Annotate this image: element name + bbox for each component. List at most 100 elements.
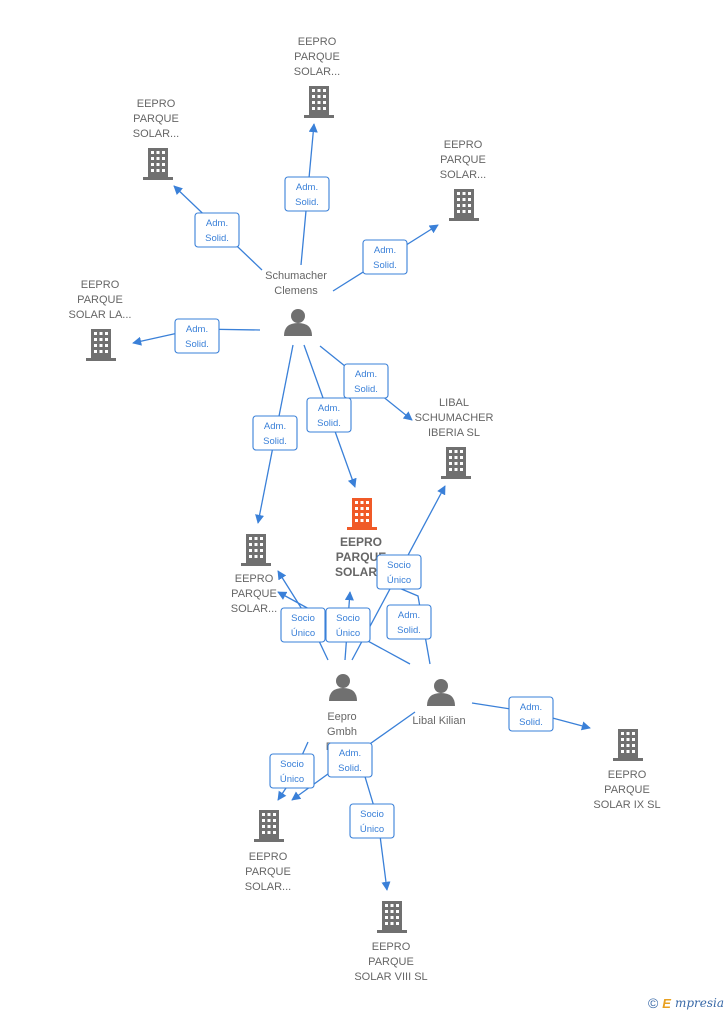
node-label-line: EEPRO — [444, 139, 483, 151]
edge-label-text: Solid. — [295, 197, 319, 208]
edge-label-text: Solid. — [263, 436, 287, 447]
node-label-line: Schumacher — [265, 270, 327, 282]
edge-label-text: Único — [387, 575, 411, 586]
edge-label-text: Adm. — [520, 702, 542, 713]
node-label-line: Gmbh — [327, 726, 357, 738]
building-icon — [86, 329, 116, 361]
node-n_tl[interactable]: EEPROPARQUESOLAR... — [133, 98, 179, 180]
edge-label-text: Único — [360, 824, 384, 835]
node-n_main[interactable]: EEPROPARQUESOLAR... — [335, 498, 387, 579]
edge-labels-layer: Adm. Solid. Adm. Solid. Adm. Solid. Adm. Solid.… — [174, 176, 554, 839]
edge-label-text: Solid. — [205, 233, 229, 244]
edge-label-text: Adm. — [206, 218, 228, 229]
edge-label-box[interactable]: Adm. Solid. — [194, 212, 240, 248]
edge-label-border — [280, 607, 326, 643]
edge-label-text: Solid. — [185, 339, 209, 350]
edge-label-box[interactable]: Adm. Solid. — [252, 415, 298, 451]
building-icon — [377, 901, 407, 933]
edge-label-text: Único — [291, 628, 315, 639]
building-icon — [449, 189, 479, 221]
edge-label-border — [362, 239, 408, 275]
edge-label-text: Único — [280, 774, 304, 785]
edge-label-text: Solid. — [373, 260, 397, 271]
node-n_viii[interactable]: EEPRO PARQUE SOLAR VIII SL — [354, 901, 428, 983]
building-icon — [441, 447, 471, 479]
edge-label-text: Adm. — [398, 610, 420, 621]
edge-label-box[interactable]: Adm.Solid. — [343, 363, 389, 399]
person-icon — [329, 674, 357, 701]
edge-label-text: Solid. — [354, 384, 378, 395]
edge-label-text: Adm. — [296, 182, 318, 193]
edge-label-box[interactable]: Adm.Solid. — [327, 742, 373, 778]
node-label-line: SOLAR... — [231, 603, 277, 615]
edge-label-border — [174, 318, 220, 354]
node-label-line: SOLAR... — [335, 565, 387, 579]
brand-initial: E — [662, 995, 671, 1011]
edge-label-box[interactable]: Adm. Solid. — [306, 397, 352, 433]
edge-label-box[interactable]: Adm. Solid. — [174, 318, 220, 354]
person-icon — [284, 309, 312, 336]
edge-label-text: Solid. — [317, 418, 341, 429]
node-label-line: EEPRO — [137, 98, 176, 110]
node-label-line: PARQUE — [133, 113, 179, 125]
edge-label-box[interactable]: Adm. Solid. — [284, 176, 330, 212]
node-n_tr[interactable]: EEPROPARQUESOLAR... — [440, 139, 486, 221]
edge-label-text: Socio — [291, 613, 315, 624]
edge-label-text: Adm. — [186, 324, 208, 335]
node-n_top[interactable]: EEPROPARQUESOLAR... — [294, 36, 340, 118]
node-label-line: Libal Kilian — [412, 715, 465, 727]
edge-label-text: Solid. — [519, 717, 543, 728]
node-label-line: PARQUE — [368, 956, 414, 968]
edge-label-border — [252, 415, 298, 451]
node-p_eepro[interactable]: EeproGmbhErne... — [326, 674, 358, 753]
edge-label-text: Adm. — [374, 245, 396, 256]
edge-label-text: Adm. — [318, 403, 340, 414]
brand-name: mpresia — [674, 996, 724, 1010]
edge-label-text: Solid. — [338, 763, 362, 774]
edge-label-border — [325, 607, 371, 643]
node-label-line: PARQUE — [604, 784, 650, 796]
building-icon — [143, 148, 173, 180]
edge-label-border — [386, 604, 432, 640]
edge-label-border — [269, 753, 315, 789]
node-label-line: SOLAR VIII SL — [354, 971, 427, 983]
edge-label-border — [306, 397, 352, 433]
building-icon — [241, 534, 271, 566]
node-n_ix[interactable]: EEPRO PARQUE SOLAR IX SL — [593, 729, 661, 811]
node-label-line: SOLAR... — [440, 169, 486, 181]
edge-label-text: Solid. — [397, 625, 421, 636]
edge-label-border — [194, 212, 240, 248]
node-label-line: Clemens — [274, 285, 318, 297]
node-label-line: PARQUE — [231, 588, 277, 600]
edge-label-text: Adm. — [264, 421, 286, 432]
node-p_libal[interactable]: Libal Kilian — [412, 679, 466, 727]
building-icon — [613, 729, 643, 761]
node-label-line: SOLAR IX SL — [593, 799, 660, 811]
node-label-line: SOLAR LA... — [69, 309, 132, 321]
edge-label-box[interactable]: Adm. Solid. — [362, 239, 408, 275]
node-label-line: EEPRO — [608, 769, 647, 781]
node-n_midleft[interactable]: EEPROPARQUESOLAR... — [231, 534, 277, 615]
node-n_bottomleft[interactable]: EEPROPARQUESOLAR... — [245, 810, 291, 893]
edge-label-text: Socio — [280, 759, 304, 770]
edge-label-box[interactable]: Adm. Solid. — [508, 696, 554, 732]
node-label-line: EEPRO — [372, 941, 411, 953]
node-label-line: SOLAR... — [245, 881, 291, 893]
building-icon — [254, 810, 284, 842]
node-label-line: PARQUE — [245, 866, 291, 878]
edge-label-border — [376, 554, 422, 590]
edge-label-box[interactable]: Adm. Solid. — [386, 604, 432, 640]
node-label-line: PARQUE — [336, 550, 386, 564]
building-icon — [347, 498, 377, 530]
node-label-line: EEPRO — [298, 36, 337, 48]
